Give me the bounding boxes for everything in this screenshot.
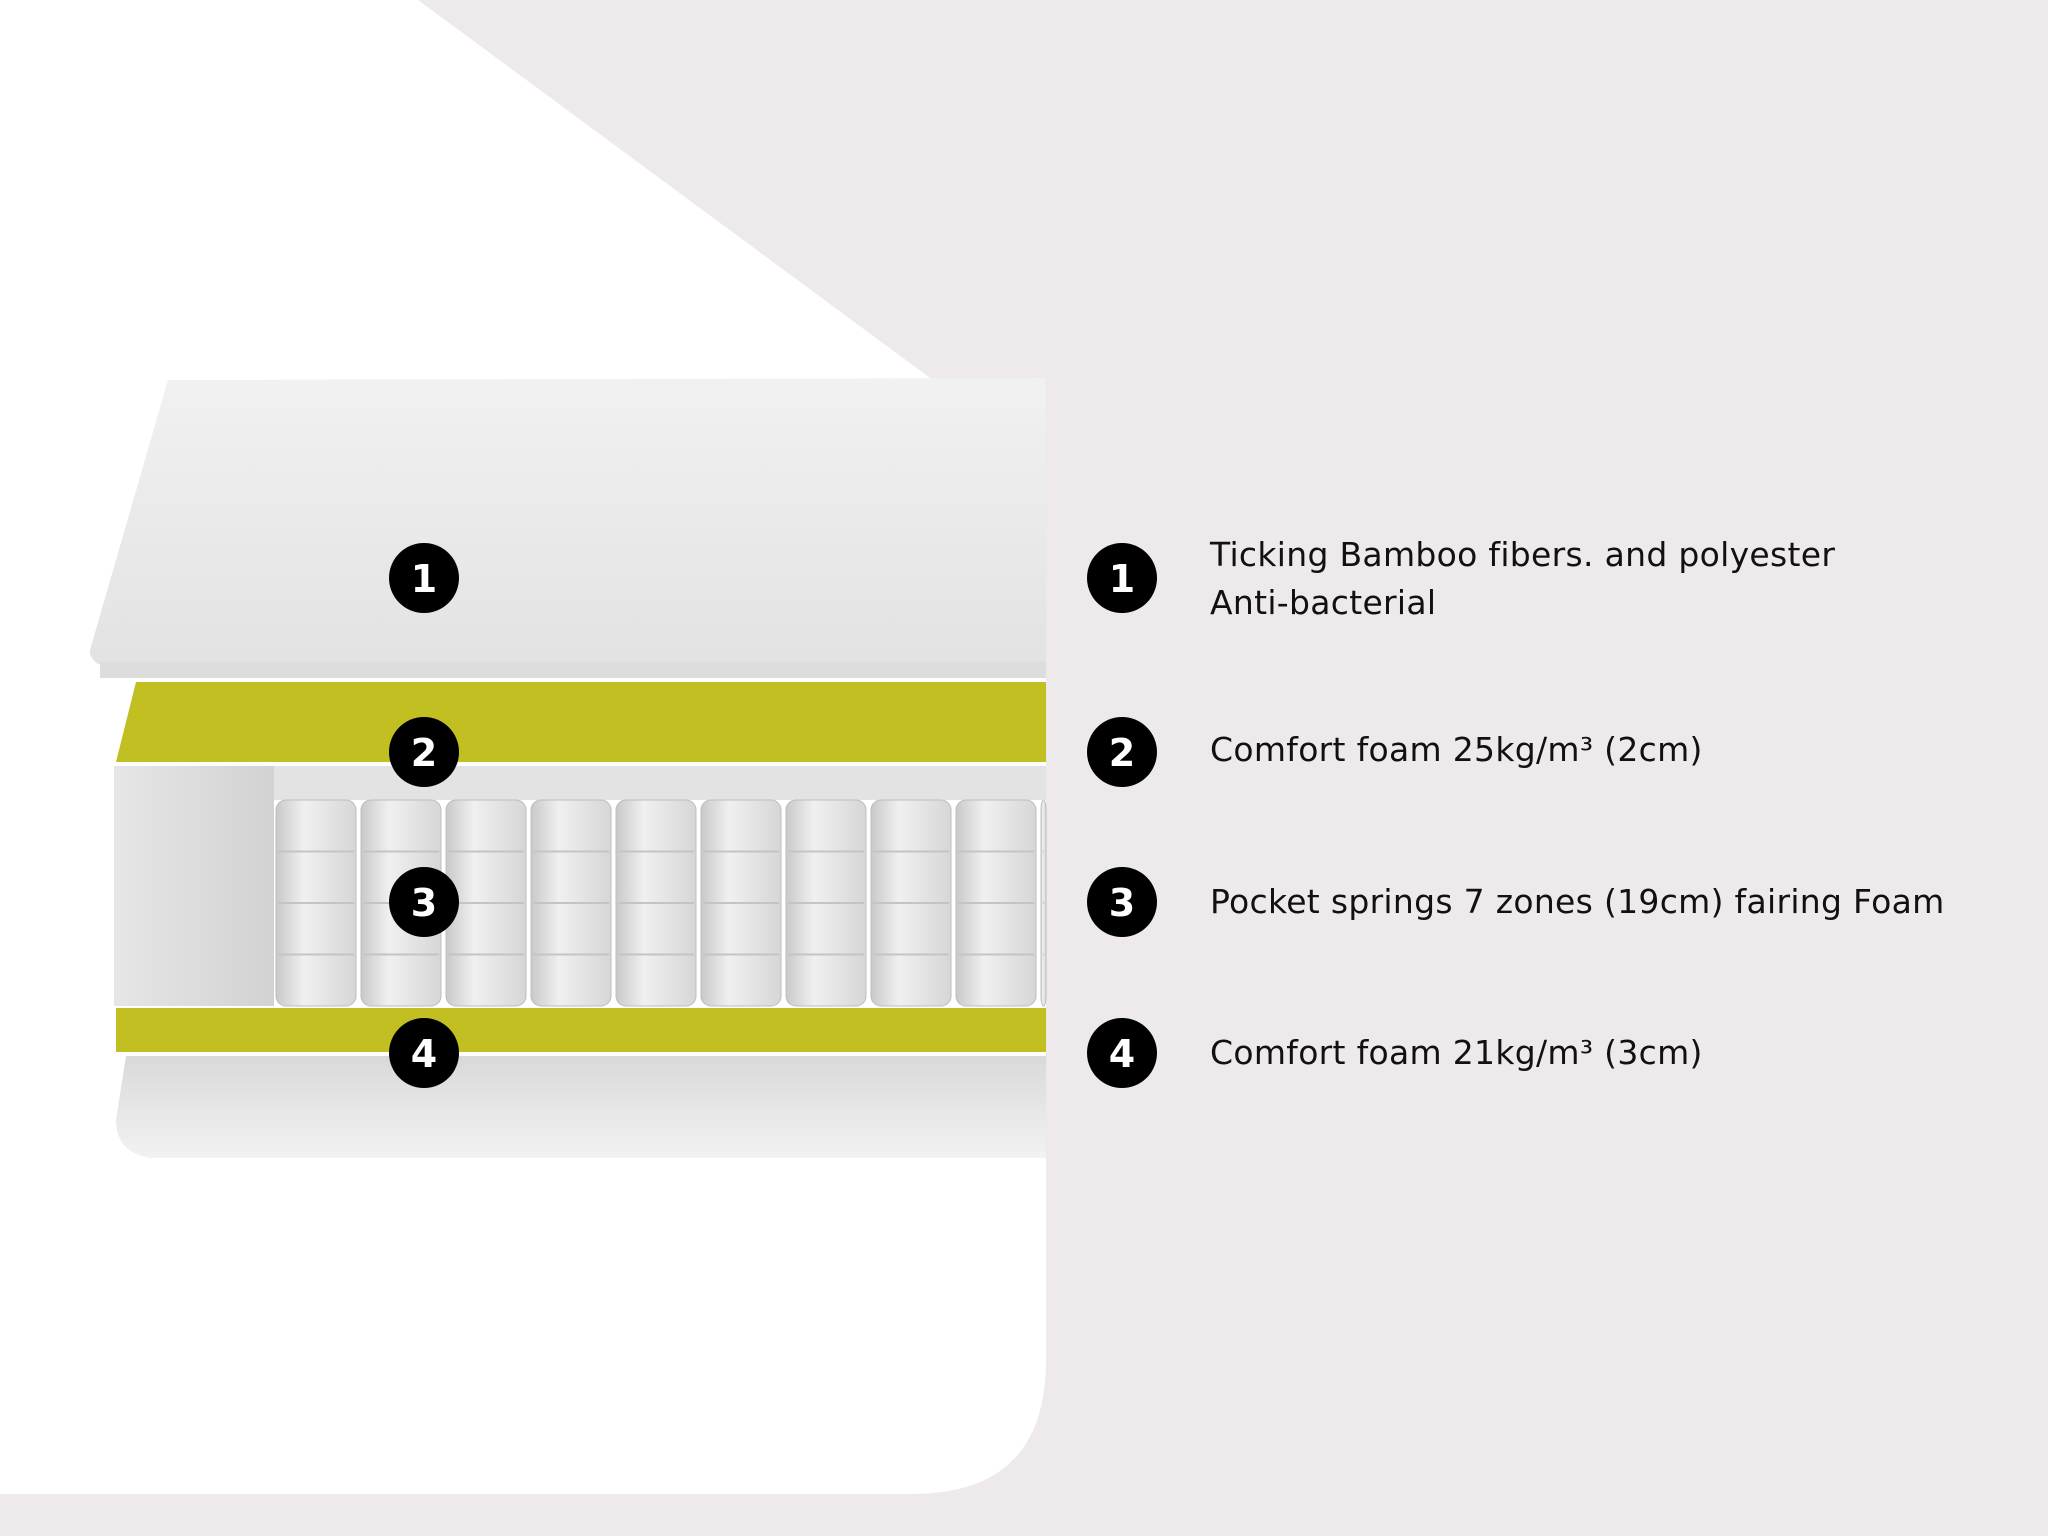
pocket-spring [445, 799, 527, 1007]
side-foam-block [114, 766, 274, 1006]
pocket-spring [955, 799, 1037, 1007]
diagram-badge-2: 2 [389, 717, 459, 787]
legend-badge-4: 4 [1087, 1018, 1157, 1088]
layer-2-label: Comfort foam 25kg/m³ (2cm) [1210, 730, 1703, 769]
pocket-spring [275, 799, 357, 1007]
diagram-badge-4: 4 [389, 1018, 459, 1088]
pocket-spring [700, 799, 782, 1007]
bottom-cover-layer [116, 1056, 1046, 1158]
svg-text:1: 1 [411, 557, 437, 601]
diagram-badge-1: 1 [389, 543, 459, 613]
pocket-spring [1040, 799, 1047, 1007]
top-cover-layer [89, 378, 1046, 672]
top-foam-layer [116, 682, 1046, 762]
pocket-spring [870, 799, 952, 1007]
bottom-foam-layer [116, 1008, 1046, 1052]
svg-text:1: 1 [1109, 557, 1135, 601]
spring-back-row [274, 766, 1046, 800]
pocket-spring [615, 799, 697, 1007]
layer-3-label: Pocket springs 7 zones (19cm) fairing Fo… [1210, 882, 1945, 921]
svg-text:2: 2 [411, 731, 437, 775]
svg-text:3: 3 [1109, 881, 1135, 925]
layer-1-label-line-1: Ticking Bamboo fibers. and polyester [1210, 535, 1836, 574]
svg-text:4: 4 [411, 1032, 437, 1076]
svg-text:3: 3 [411, 881, 437, 925]
top-cover-edge [100, 662, 1046, 678]
svg-text:2: 2 [1109, 731, 1135, 775]
legend-badge-2: 2 [1087, 717, 1157, 787]
layer-1-label-line-2: Anti-bacterial [1210, 583, 1437, 622]
spring-core-layer [114, 766, 1047, 1007]
legend-badge-3: 3 [1087, 867, 1157, 937]
legend-badge-1: 1 [1087, 543, 1157, 613]
layer-4-label: Comfort foam 21kg/m³ (3cm) [1210, 1033, 1703, 1072]
pocket-spring [785, 799, 867, 1007]
svg-text:4: 4 [1109, 1032, 1135, 1076]
pocket-spring [530, 799, 612, 1007]
diagram-badge-3: 3 [389, 867, 459, 937]
